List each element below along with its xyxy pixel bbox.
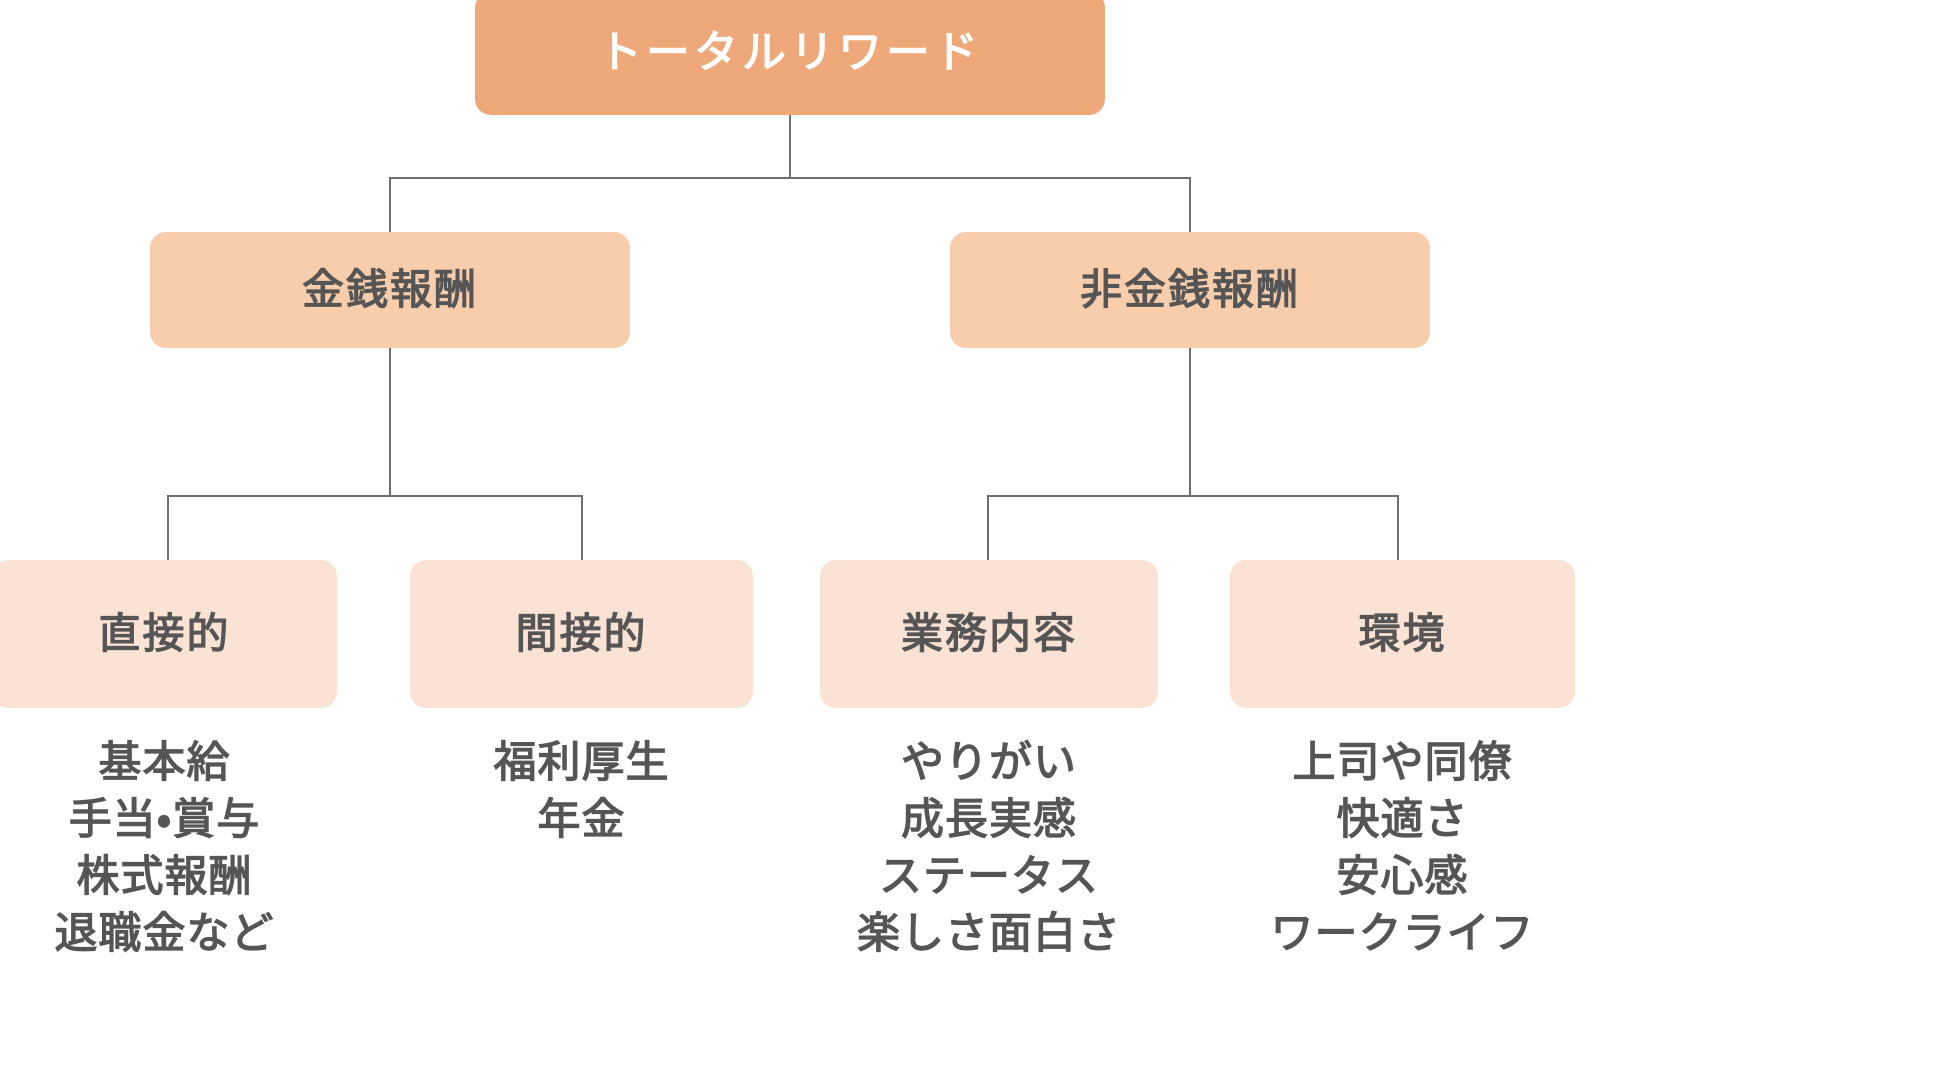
connector-root-stem: [789, 115, 791, 178]
leaf-list-environment: 上司や同僚 快適さ 安心感 ワークライフ: [1230, 735, 1575, 963]
leaf-item: 年金: [537, 796, 626, 844]
node-non-monetary-reward[interactable]: 非金銭報酬: [950, 232, 1430, 348]
connector-level1-bus: [389, 177, 1191, 179]
node-indirect[interactable]: 間接的: [410, 560, 753, 708]
node-total-reward[interactable]: トータルリワード: [475, 0, 1105, 115]
connector-hikinsen-bus: [987, 495, 1399, 497]
connector-drop-gyomu: [987, 495, 989, 561]
leaf-item: 上司や同僚: [1292, 739, 1513, 787]
leaf-item: 手当・賞与: [68, 796, 261, 844]
connector-kinsen-bus: [167, 495, 583, 497]
leaf-item: 退職金など: [54, 910, 275, 958]
node-monetary-reward[interactable]: 金銭報酬: [150, 232, 630, 348]
node-job-content[interactable]: 業務内容: [820, 560, 1158, 708]
leaf-item: 株式報酬: [76, 853, 253, 901]
connector-drop-kankyo: [1397, 495, 1399, 561]
leaf-item: 基本給: [98, 739, 231, 787]
node-direct[interactable]: 直接的: [0, 560, 337, 708]
node-environment[interactable]: 環境: [1230, 560, 1575, 708]
connector-drop-hikinsen: [1189, 177, 1191, 284]
leaf-item: 成長実感: [901, 796, 1077, 844]
leaf-item: 安心感: [1336, 853, 1469, 901]
connector-drop-chokusetsu: [167, 495, 169, 561]
connector-drop-kinsen: [389, 177, 391, 284]
leaf-item: ステータス: [879, 853, 1099, 901]
leaf-list-indirect: 福利厚生 年金: [410, 735, 753, 849]
leaf-item: 福利厚生: [493, 739, 670, 787]
connector-hikinsen-stem: [1189, 348, 1191, 496]
leaf-list-job-content: やりがい 成長実感 ステータス 楽しさ面白さ: [820, 735, 1158, 963]
connector-drop-kansetsu: [581, 495, 583, 561]
leaf-list-direct: 基本給 手当・賞与 株式報酬 退職金など: [0, 735, 337, 963]
leaf-item: ワークライフ: [1270, 910, 1535, 958]
leaf-item: 楽しさ面白さ: [857, 910, 1121, 958]
leaf-item: やりがい: [901, 739, 1077, 787]
connector-kinsen-stem: [389, 348, 391, 496]
leaf-item: 快適さ: [1336, 796, 1469, 844]
